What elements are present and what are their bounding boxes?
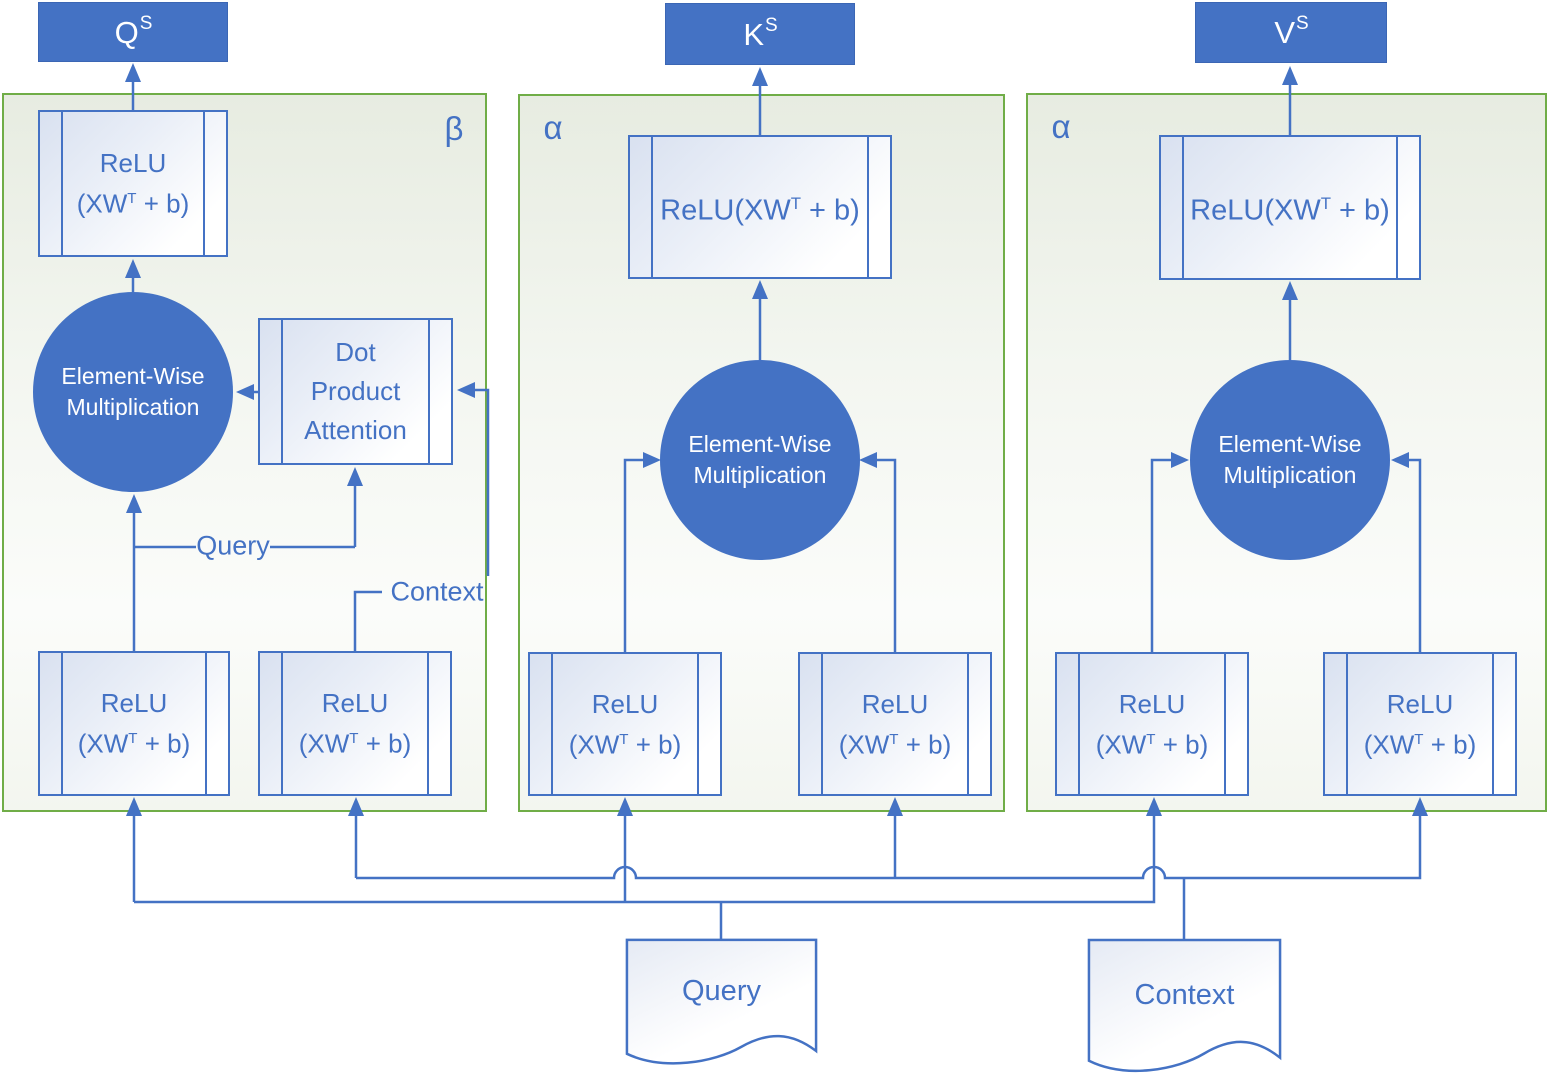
elementwise-multiplication-circle-k: Element-Wise Multiplication bbox=[660, 360, 860, 560]
process-side-bar bbox=[61, 653, 63, 794]
panel-label-alpha-v: α bbox=[1051, 108, 1071, 145]
output-q-superscript: S bbox=[139, 12, 153, 34]
relu-block-v-context: ReLU (XWT + b) bbox=[1323, 652, 1517, 796]
process-side-bar bbox=[1346, 654, 1348, 794]
query-input-document: Query bbox=[625, 938, 818, 1072]
process-side-bar bbox=[205, 653, 207, 794]
context-bus bbox=[348, 797, 1428, 939]
dot-product-attention-block: Dot Product Attention bbox=[258, 318, 453, 465]
document-shape bbox=[1087, 938, 1282, 1080]
output-q-label: Q bbox=[114, 14, 139, 50]
relu-block-v-top: ReLU(XWT + b) bbox=[1159, 135, 1421, 280]
elementwise-multiplication-circle-beta: Element-Wise Multiplication bbox=[33, 292, 233, 492]
process-side-bar bbox=[1078, 654, 1080, 794]
edge-label-query: Query bbox=[196, 530, 270, 561]
query-input-label: Query bbox=[682, 974, 761, 1007]
query-bus bbox=[126, 797, 1162, 939]
relu-block-k-top: ReLU(XWT + b) bbox=[628, 135, 892, 279]
process-side-bar bbox=[1492, 654, 1494, 794]
panel-label-alpha-k: α bbox=[543, 109, 563, 146]
process-side-bar bbox=[428, 320, 430, 463]
relu-block-beta-query: ReLU (XWT + b) bbox=[38, 651, 230, 796]
relu-block-k-context: ReLU (XWT + b) bbox=[798, 652, 992, 796]
edge-label-context: Context bbox=[390, 576, 484, 607]
relu-block-v-query: ReLU (XWT + b) bbox=[1055, 652, 1249, 796]
relu-formula: (XWT + b) bbox=[76, 188, 190, 219]
process-side-bar bbox=[281, 320, 283, 463]
relu-block-beta-top: ReLU (XWT + b) bbox=[38, 110, 228, 257]
output-v-label: V bbox=[1274, 15, 1295, 50]
process-side-bar bbox=[1182, 137, 1184, 278]
relu-block-beta-context: ReLU (XWT + b) bbox=[258, 651, 452, 796]
process-side-bar bbox=[551, 654, 553, 794]
relu-block-k-query: ReLU (XWT + b) bbox=[528, 652, 722, 796]
document-shape bbox=[625, 938, 818, 1072]
process-side-bar bbox=[61, 112, 63, 255]
process-side-bar bbox=[821, 654, 823, 794]
process-side-bar bbox=[1224, 654, 1226, 794]
process-side-bar bbox=[697, 654, 699, 794]
process-side-bar bbox=[1396, 137, 1398, 278]
process-side-bar bbox=[427, 653, 429, 794]
process-side-bar bbox=[651, 137, 653, 277]
relu-line1: ReLU bbox=[99, 148, 167, 179]
process-side-bar bbox=[867, 137, 869, 277]
output-k-superscript: S bbox=[765, 14, 778, 36]
output-k-label: K bbox=[743, 16, 764, 52]
process-side-bar bbox=[203, 112, 205, 255]
context-input-label: Context bbox=[1134, 978, 1235, 1011]
process-side-bar bbox=[281, 653, 283, 794]
process-side-bar bbox=[967, 654, 969, 794]
panel-label-beta: β bbox=[444, 110, 464, 147]
output-v-superscript: S bbox=[1296, 13, 1309, 34]
elementwise-multiplication-circle-v: Element-Wise Multiplication bbox=[1190, 360, 1390, 560]
context-input-document: Context bbox=[1087, 938, 1282, 1080]
